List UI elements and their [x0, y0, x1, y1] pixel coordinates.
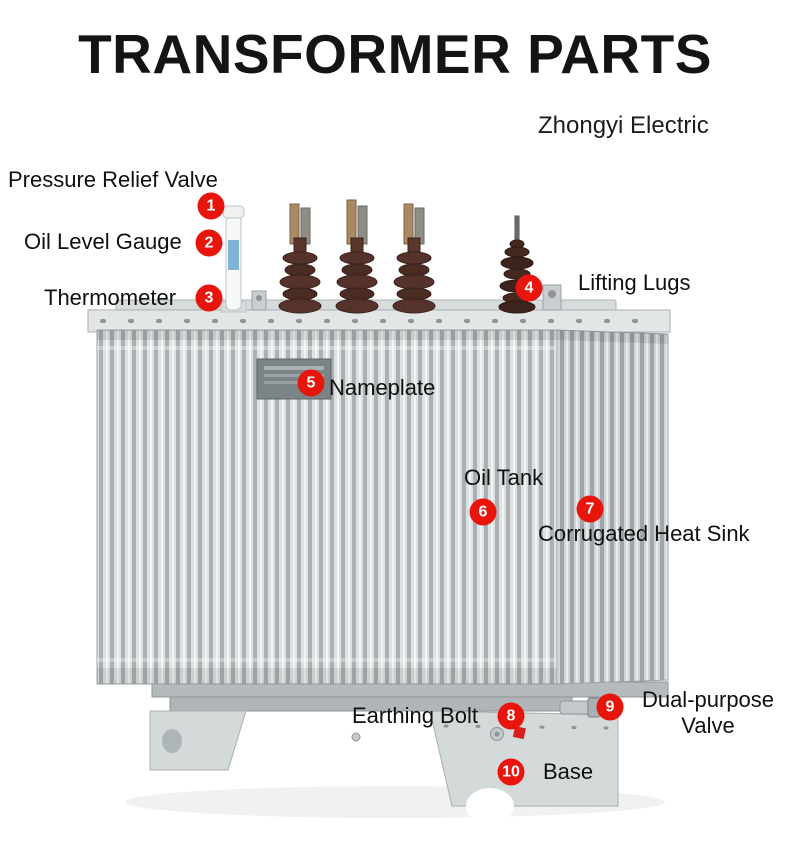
badge-5: 5 — [297, 369, 325, 397]
label-pressure-relief-valve: Pressure Relief Valve — [8, 167, 218, 192]
label-oil-tank: Oil Tank — [464, 465, 544, 490]
badge-2: 2 — [195, 229, 223, 257]
earthing-bolt — [490, 726, 526, 741]
badge-4: 4 — [515, 274, 543, 302]
badge-6: 6 — [469, 498, 497, 526]
label-nameplate: Nameplate — [329, 375, 436, 400]
label-earthing-bolt: Earthing Bolt — [352, 703, 478, 728]
pressure-relief-valve — [220, 205, 247, 313]
label-base: Base — [543, 759, 594, 784]
label-dual-purpose-valve: Dual-purpose Valve — [641, 687, 775, 738]
page-title: TRANSFORMER PARTS — [78, 23, 712, 85]
badge-3: 3 — [195, 284, 223, 312]
base — [149, 695, 619, 824]
brand-subtitle: Zhongyi Electric — [538, 112, 709, 139]
hv-bushings — [278, 199, 436, 314]
label-oil-level-gauge: Oil Level Gauge — [24, 229, 182, 254]
badge-7: 7 — [576, 495, 604, 523]
badge-8: 8 — [497, 702, 525, 730]
badge-10: 10 — [497, 758, 525, 786]
corrugated-heat-sink — [556, 329, 669, 685]
label-corrugated-heat-sink: Corrugated Heat Sink — [538, 521, 750, 546]
label-lifting-lugs: Lifting Lugs — [578, 270, 691, 295]
badge-1: 1 — [197, 192, 225, 220]
label-thermometer: Thermometer — [44, 285, 177, 310]
badge-9: 9 — [596, 693, 624, 721]
